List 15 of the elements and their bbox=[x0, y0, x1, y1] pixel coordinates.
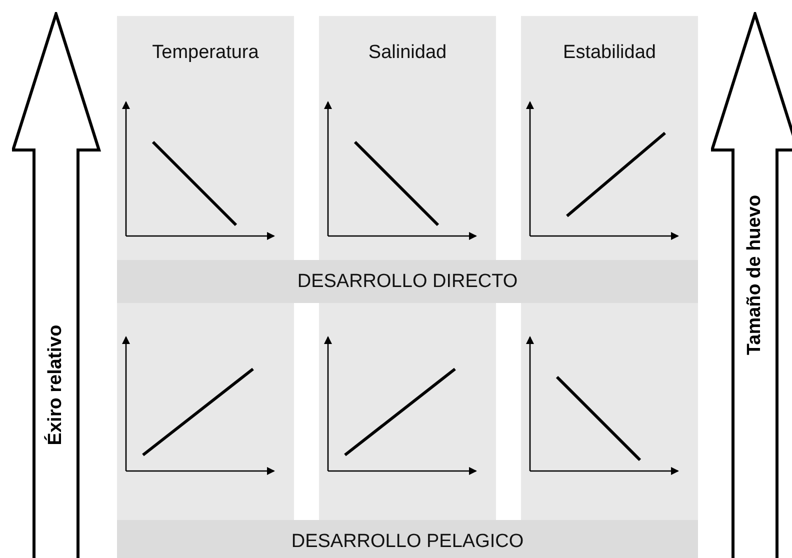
axis-title: Tamaño de huevo bbox=[744, 194, 766, 356]
column-heading: Temperatura bbox=[151, 42, 260, 64]
panel-background bbox=[521, 303, 698, 520]
band-label: DESARROLLO DIRECTO bbox=[297, 270, 518, 292]
panel-background bbox=[521, 16, 698, 260]
panel-background bbox=[117, 16, 294, 260]
panel-background bbox=[319, 16, 496, 260]
column-heading: Salinidad bbox=[367, 42, 448, 64]
band-label: DESARROLLO PELAGICO bbox=[291, 530, 524, 552]
column-heading: Estabilidad bbox=[562, 42, 657, 64]
panel-background bbox=[117, 303, 294, 520]
band-background bbox=[117, 260, 698, 303]
panel-background bbox=[319, 303, 496, 520]
axis-title: Éxiro relativo bbox=[45, 324, 68, 446]
band-background bbox=[117, 520, 698, 558]
